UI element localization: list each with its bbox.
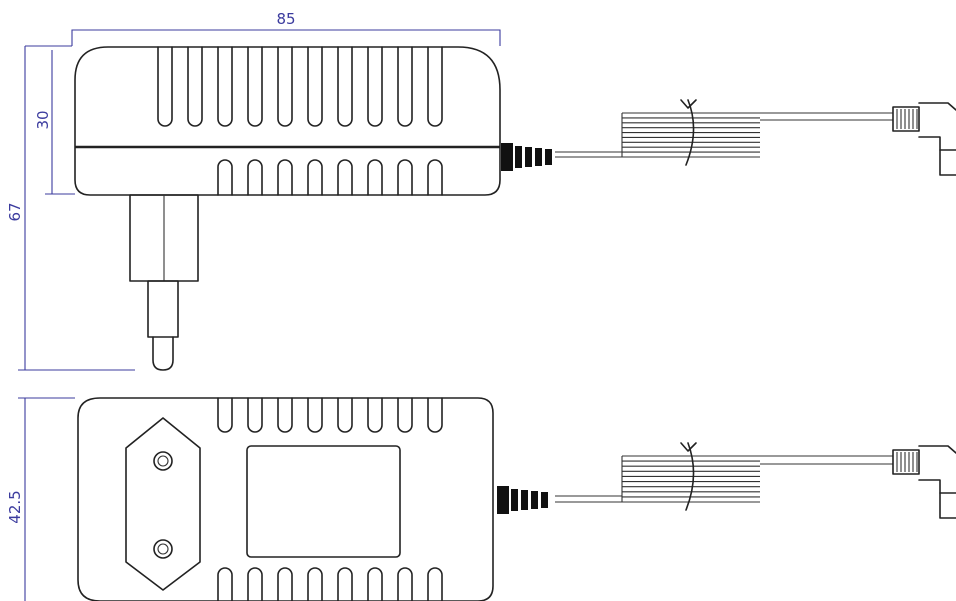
dim-depth-label: 42.5 [6, 490, 24, 523]
strain-relief-side [501, 143, 552, 171]
dc-connector-front [892, 445, 956, 519]
side-view [74, 46, 956, 371]
cable-side [555, 99, 893, 166]
dim-top-height-label: 30 [34, 110, 52, 129]
dim-total-height-label: 67 [6, 202, 24, 221]
side-view-lower-vents [217, 159, 443, 196]
dim-width-label: 85 [276, 10, 295, 28]
cable-front [555, 442, 893, 511]
dimension-lines [18, 29, 501, 601]
front-view-upper-vents [217, 397, 443, 433]
front-view-lower-vents [217, 567, 443, 601]
front-view-body [77, 397, 494, 601]
front-view [77, 397, 956, 601]
label-window [246, 445, 401, 558]
dc-connector-side [892, 102, 956, 176]
side-view-upper-vents [157, 46, 443, 127]
socket-hole-lower [153, 539, 173, 559]
socket-hole-upper [153, 451, 173, 471]
side-view-body [74, 46, 501, 196]
strain-relief-front [497, 486, 548, 514]
plug-socket-outline [125, 417, 201, 591]
plug-pin [129, 194, 199, 371]
